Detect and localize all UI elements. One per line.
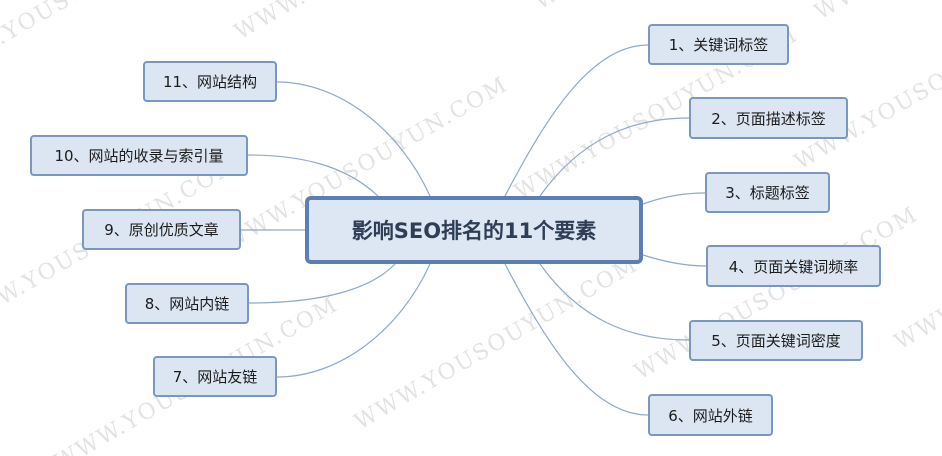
topic-keyword-frequency[interactable]: 4、页面关键词频率 [706,245,881,287]
connector-1 [504,44,649,197]
topic-keyword-density[interactable]: 5、页面关键词密度 [689,320,863,361]
topic-label: 8、网站内链 [144,295,230,313]
topic-label: 5、页面关键词密度 [711,332,841,350]
central-topic-label: 影响SEO排名的11个要素 [351,219,597,243]
connector-5 [539,263,690,341]
connector-11 [276,81,431,197]
topic-internal-links[interactable]: 8、网站内链 [125,283,249,324]
connector-4 [642,254,707,267]
topic-indexing-volume[interactable]: 10、网站的收录与索引量 [30,135,248,176]
topic-label: 10、网站的收录与索引量 [54,147,224,165]
topic-label: 11、网站结构 [162,73,258,91]
topic-label: 3、标题标签 [725,184,810,202]
topic-friend-links[interactable]: 7、网站友链 [153,356,277,397]
connector-3 [642,192,706,205]
topic-external-links[interactable]: 6、网站外链 [648,394,773,436]
topic-label: 7、网站友链 [172,368,258,386]
topic-keyword-tag[interactable]: 1、关键词标签 [648,24,789,65]
connector-7 [276,263,431,378]
topic-label: 2、页面描述标签 [711,109,826,128]
topic-label: 9、原创优质文章 [104,221,219,239]
topic-label: 4、页面关键词频率 [728,257,859,276]
connector-2 [539,117,690,197]
connector-6 [504,263,649,416]
topic-label: 6、网站外链 [668,406,753,425]
topic-label: 1、关键词标签 [668,36,769,54]
topic-original-content[interactable]: 9、原创优质文章 [82,209,241,250]
topic-site-structure[interactable]: 11、网站结构 [143,61,277,102]
central-topic[interactable]: 影响SEO排名的11个要素 [305,196,643,264]
connector-8 [248,263,396,304]
topic-title-tag[interactable]: 3、标题标签 [705,172,830,213]
connector-10 [247,154,379,197]
topic-page-description-tag[interactable]: 2、页面描述标签 [689,97,848,139]
